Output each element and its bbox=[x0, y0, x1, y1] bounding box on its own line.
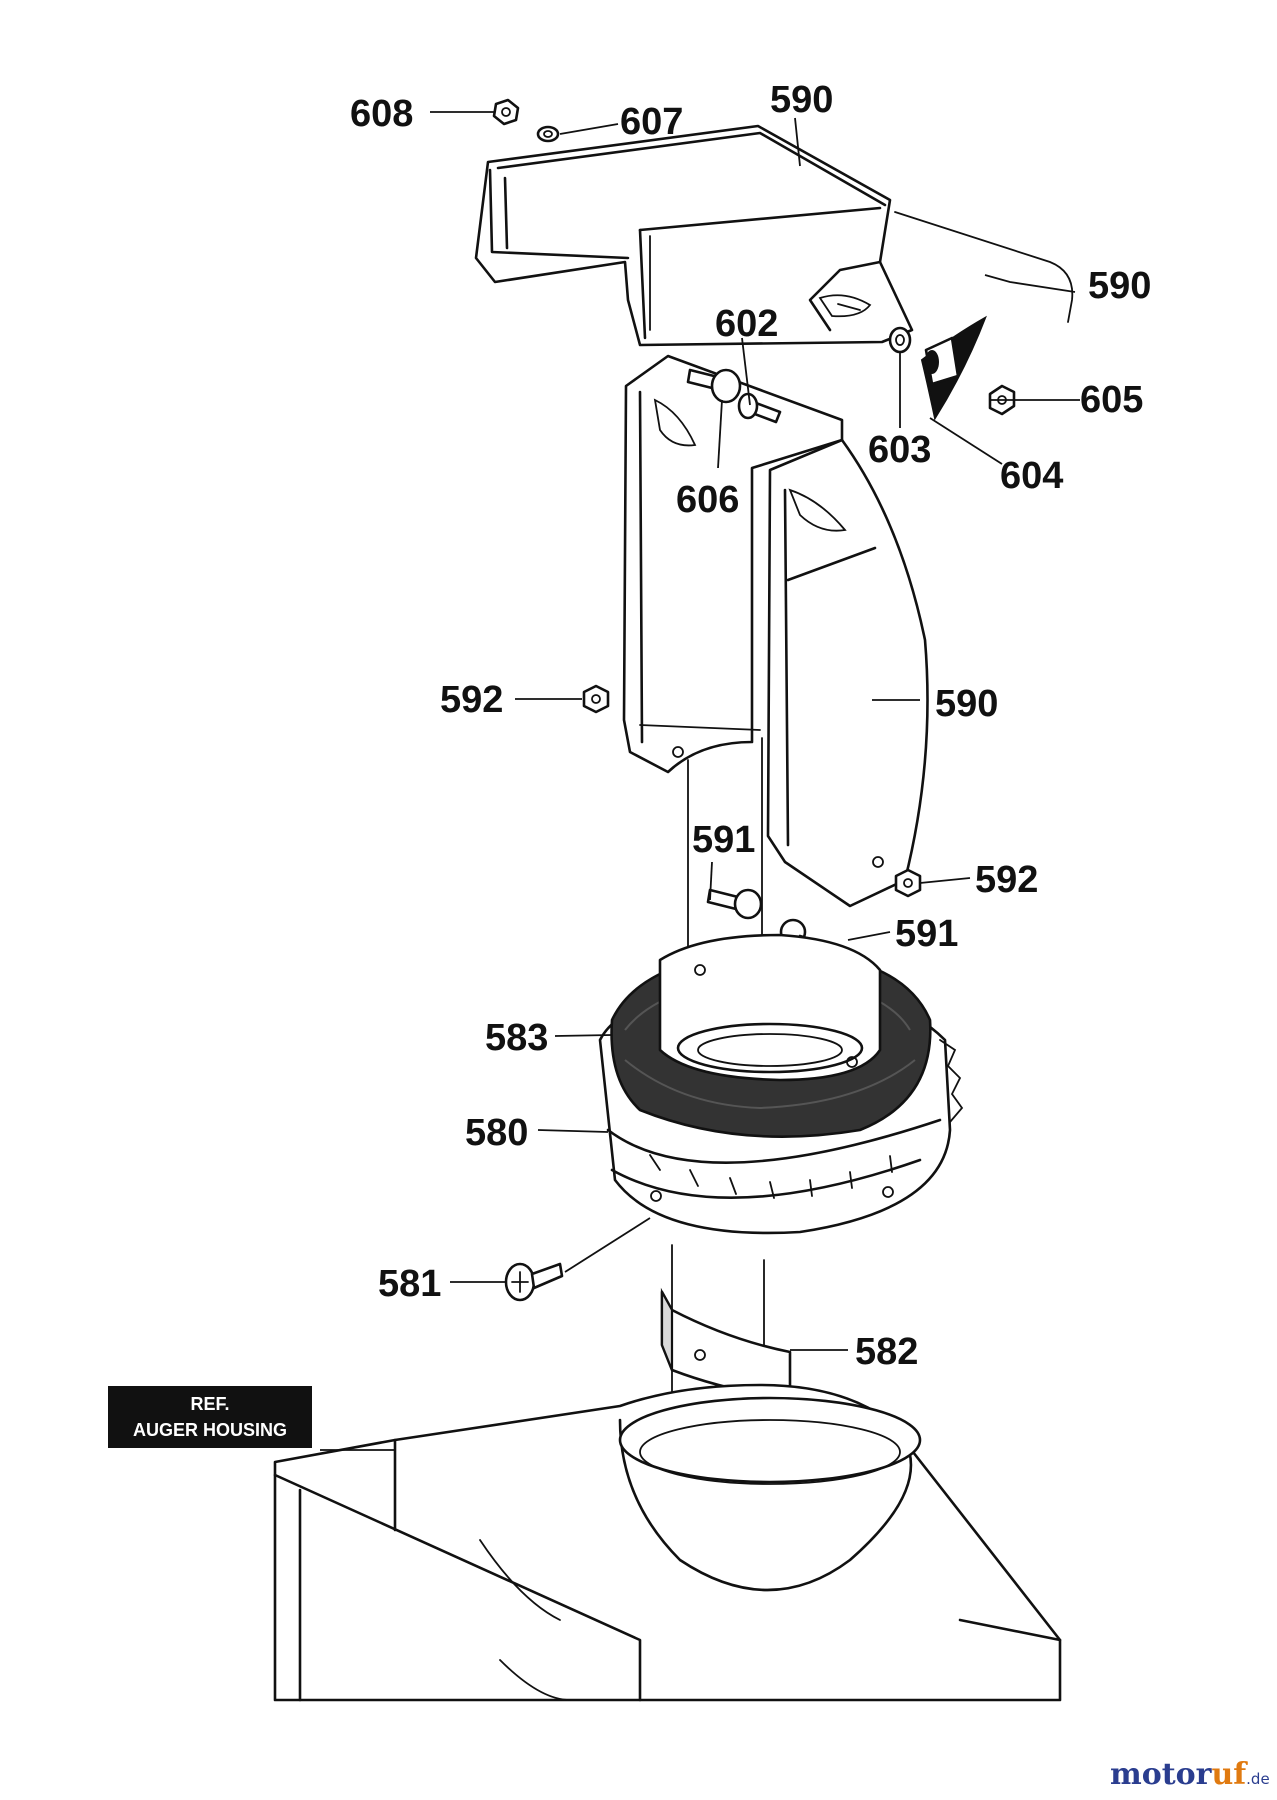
knob-604 bbox=[920, 315, 987, 421]
bolt-602 bbox=[737, 392, 782, 424]
callout-582: 582 bbox=[855, 1331, 918, 1373]
deflector-rod bbox=[894, 211, 1074, 323]
auger-housing-part bbox=[273, 1383, 1062, 1702]
callout-602: 602 bbox=[715, 303, 778, 345]
reference-line-2: AUGER HOUSING bbox=[133, 1420, 287, 1440]
callout-608: 608 bbox=[350, 93, 413, 135]
callout-583: 583 bbox=[485, 1017, 548, 1059]
bolt-591-left bbox=[706, 888, 763, 920]
callout-591-top: 591 bbox=[692, 819, 755, 861]
nut-608 bbox=[492, 98, 520, 126]
callout-606: 606 bbox=[676, 479, 739, 521]
callout-604: 604 bbox=[1000, 455, 1063, 497]
chute-collar bbox=[658, 933, 882, 1082]
watermark-suffix: .de bbox=[1246, 1770, 1270, 1788]
svg-text:motoruf.de: motoruf.de bbox=[1110, 1757, 1270, 1792]
watermark-main: motor bbox=[1110, 1757, 1213, 1792]
watermark-accent: uf bbox=[1211, 1757, 1248, 1792]
chute-deflector-part bbox=[474, 124, 914, 347]
nut-592-right bbox=[894, 868, 922, 898]
discharge-chute-part bbox=[622, 354, 929, 908]
bolt-606 bbox=[686, 368, 742, 404]
callout-605: 605 bbox=[1080, 379, 1143, 421]
callout-580: 580 bbox=[465, 1112, 528, 1154]
callout-603: 603 bbox=[868, 429, 931, 471]
spacer-582 bbox=[660, 1287, 792, 1400]
callout-590-chute: 590 bbox=[935, 683, 998, 725]
nut-592-left bbox=[582, 684, 610, 714]
washer-607 bbox=[536, 125, 560, 143]
leader-lines bbox=[320, 111, 1080, 1451]
callout-591-right: 591 bbox=[895, 913, 958, 955]
washer-603 bbox=[888, 326, 912, 354]
callout-607: 607 bbox=[620, 101, 683, 143]
callout-592-right: 592 bbox=[975, 859, 1038, 901]
watermark: motoruf.de bbox=[1110, 1757, 1270, 1792]
reference-box: REF. AUGER HOUSING bbox=[108, 1386, 312, 1448]
screw-581 bbox=[504, 1262, 564, 1302]
callout-590-deflector: 590 bbox=[770, 79, 833, 121]
callout-581: 581 bbox=[378, 1263, 441, 1305]
reference-line-1: REF. bbox=[190, 1394, 229, 1414]
callout-592-left: 592 bbox=[440, 679, 503, 721]
callout-590-rod: 590 bbox=[1088, 265, 1151, 307]
